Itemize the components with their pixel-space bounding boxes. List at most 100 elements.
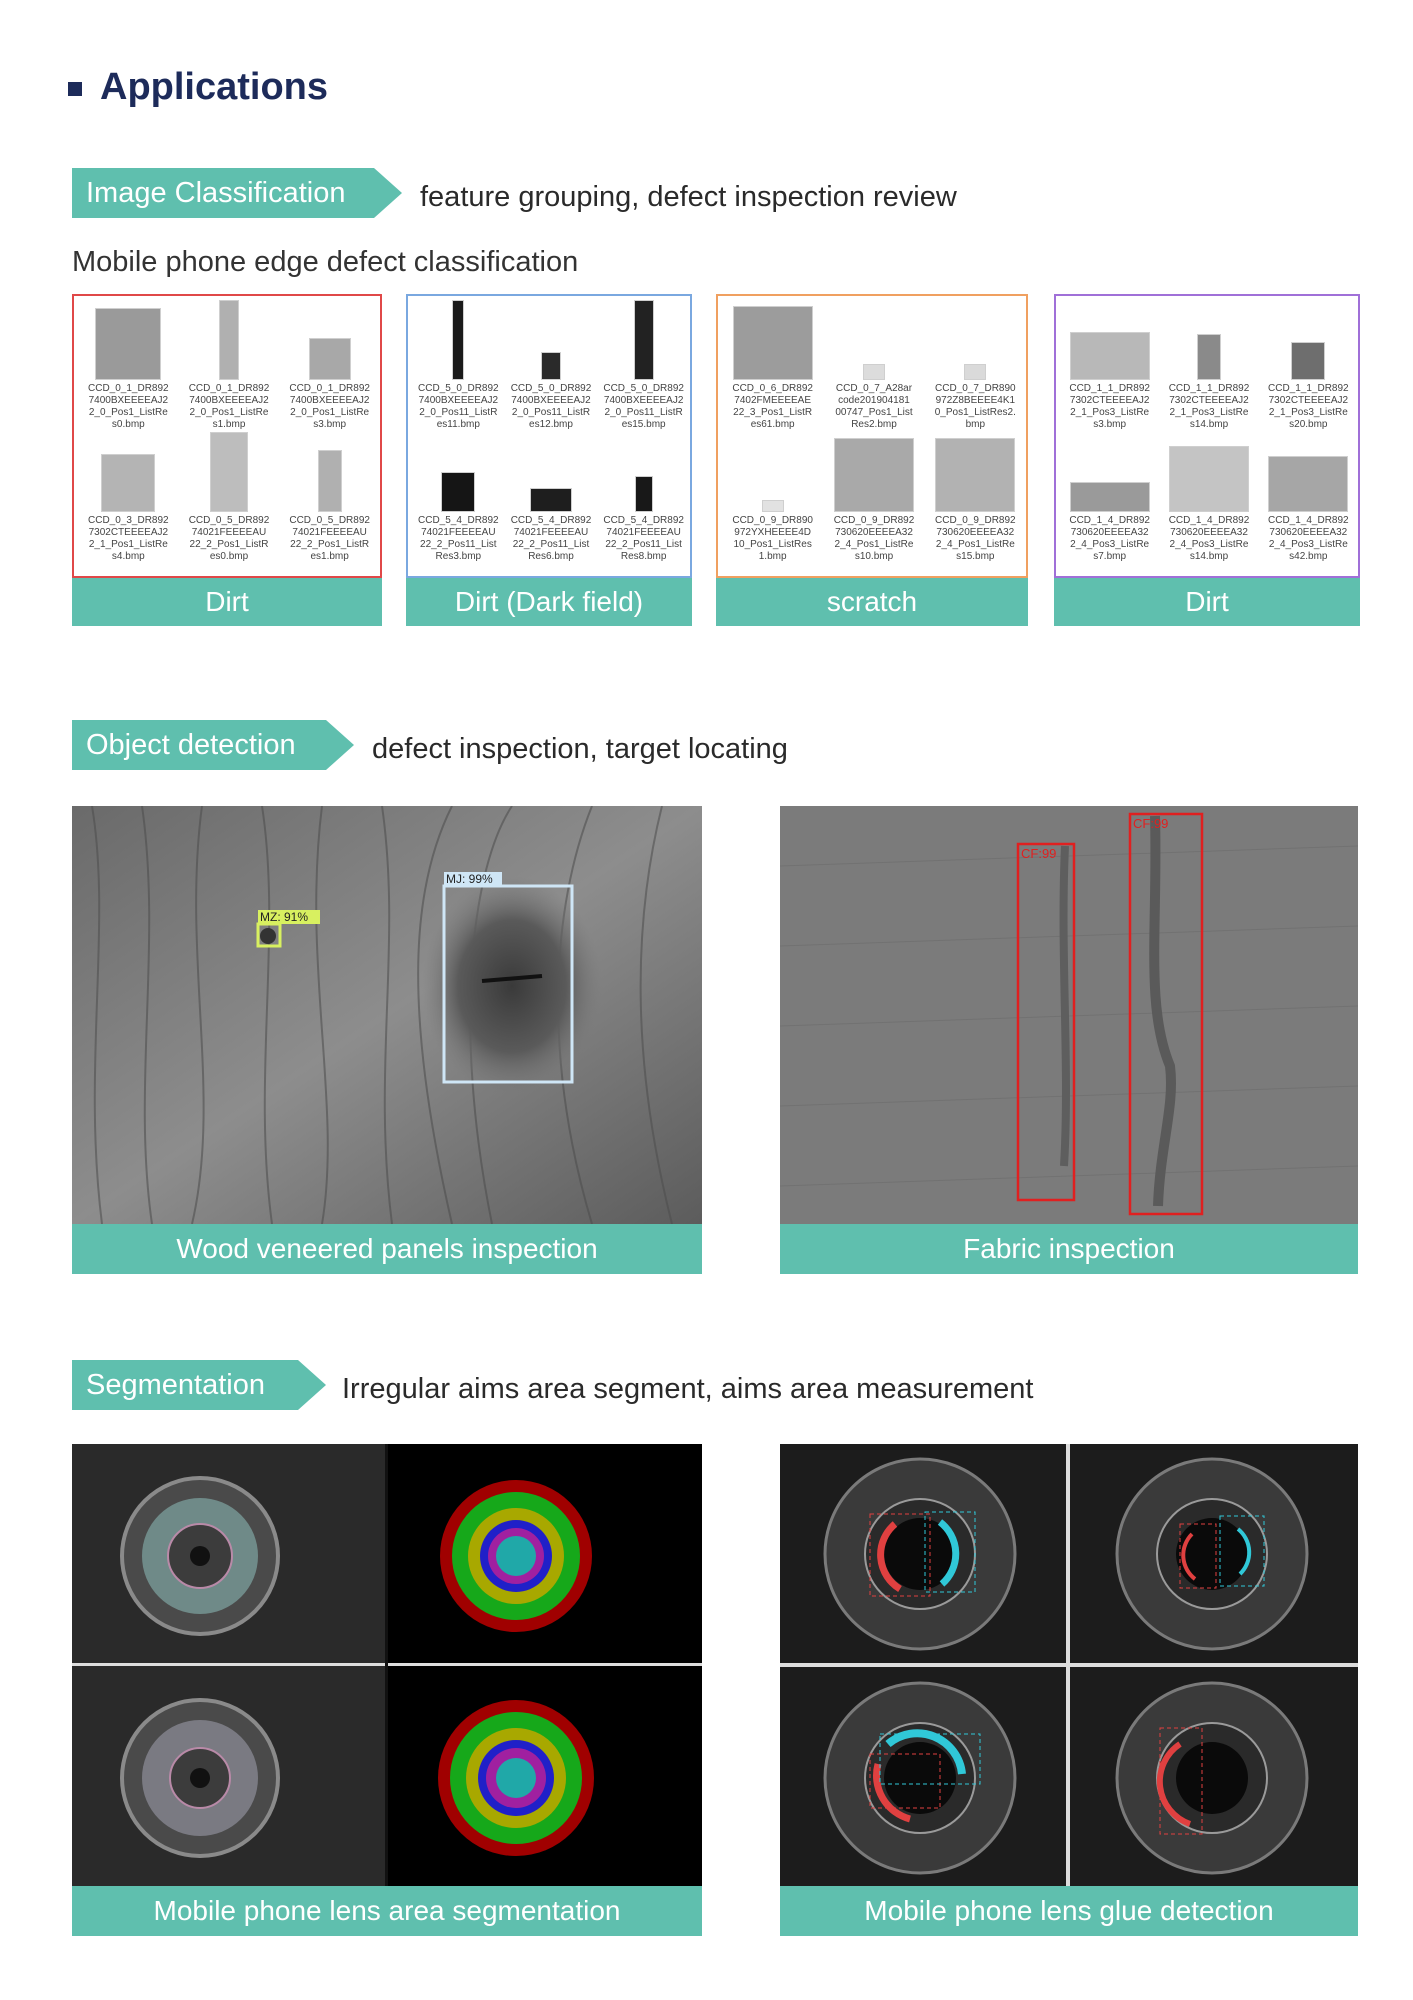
label-cf-1: CF:99 bbox=[1021, 846, 1057, 861]
classification-panel-1: CCD_0_1_DR892 7400BXEEEEAJ2 2_0_Pos1_Lis… bbox=[72, 294, 382, 626]
classification-subhead: Mobile phone edge defect classification bbox=[72, 246, 579, 278]
defect-thumbnail-image bbox=[101, 454, 156, 512]
thumbnail-filename: CCD_0_9_DR890 972YXHEEEE4D 10_Pos1_ListR… bbox=[732, 515, 813, 562]
defect-thumbnail-image bbox=[964, 364, 987, 380]
defect-thumbnail-image bbox=[541, 352, 561, 380]
thumbnail-item[interactable]: CCD_0_7_DR890 972Z8BEEEE4K1 0_Pos1_ListR… bbox=[925, 302, 1025, 431]
lens-glue-grid bbox=[780, 1444, 1358, 1886]
defect-thumbnail-image bbox=[317, 450, 342, 512]
defect-thumbnail-image bbox=[1291, 342, 1326, 380]
fabric-texture bbox=[780, 806, 1358, 1224]
thumbnail-filename: CCD_5_4_DR892 74021FEEEEAU 22_2_Pos11_Li… bbox=[603, 515, 684, 562]
thumbnail-item[interactable]: CCD_0_9_DR892 730620EEEEA32 2_4_Pos1_Lis… bbox=[925, 434, 1025, 563]
caption-lens-area: Mobile phone lens area segmentation bbox=[72, 1886, 702, 1936]
wood-texture bbox=[72, 806, 702, 1224]
classification-panel-3: CCD_0_6_DR892 7402FMEEEEAE 22_3_Pos1_Lis… bbox=[716, 294, 1028, 626]
thumbnail-item[interactable]: CCD_0_7_A28ar code201904181 00747_Pos1_L… bbox=[824, 302, 924, 431]
fabric-image: CF:99 CF:99 bbox=[780, 806, 1358, 1224]
thumbnail-filename: CCD_1_4_DR892 730620EEEEA32 2_4_Pos3_Lis… bbox=[1268, 515, 1349, 562]
thumbnail-item[interactable]: CCD_0_9_DR890 972YXHEEEE4D 10_Pos1_ListR… bbox=[723, 434, 823, 563]
tag-image-classification: Image Classification bbox=[72, 168, 402, 218]
thumbnail-item[interactable]: CCD_0_9_DR892 730620EEEEA32 2_4_Pos1_Lis… bbox=[824, 434, 924, 563]
defect-thumbnail-image bbox=[210, 432, 248, 512]
title-bullet bbox=[68, 82, 82, 96]
tag-segmentation: Segmentation bbox=[72, 1360, 326, 1410]
thumbnail-filename: CCD_1_1_DR892 7302CTEEEEAJ2 2_1_Pos3_Lis… bbox=[1168, 383, 1250, 430]
detection-description: defect inspection, target locating bbox=[372, 733, 788, 765]
thumbnail-filename: CCD_5_0_DR892 7400BXEEEEAJ2 2_0_Pos11_Li… bbox=[603, 383, 684, 430]
classification-caption: Dirt bbox=[72, 578, 382, 626]
thumbnail-item[interactable]: CCD_1_1_DR892 7302CTEEEEAJ2 2_1_Pos3_Lis… bbox=[1258, 302, 1358, 431]
thumbnail-filename: CCD_0_1_DR892 7400BXEEEEAJ2 2_0_Pos1_Lis… bbox=[188, 383, 270, 430]
label-mj: MJ: 99% bbox=[446, 872, 493, 886]
thumbnail-item[interactable]: CCD_1_1_DR892 7302CTEEEEAJ2 2_1_Pos3_Lis… bbox=[1060, 302, 1160, 431]
thumbnail-item[interactable]: CCD_5_0_DR892 7400BXEEEEAJ2 2_0_Pos11_Li… bbox=[594, 300, 694, 431]
classification-panel-2: CCD_5_0_DR892 7400BXEEEEAJ2 2_0_Pos11_Li… bbox=[406, 294, 694, 626]
defect-thumbnail-image bbox=[761, 500, 784, 512]
box-cf-1 bbox=[1016, 842, 1076, 1202]
thumbnail-item[interactable]: CCD_5_4_DR892 74021FEEEEAU 22_2_Pos11_Li… bbox=[594, 434, 694, 563]
thumbnail-item[interactable]: CCD_1_4_DR892 730620EEEEA32 2_4_Pos3_Lis… bbox=[1159, 434, 1259, 563]
thumbnail-item[interactable]: CCD_5_4_DR892 74021FEEEEAU 22_2_Pos11_Li… bbox=[501, 434, 601, 563]
thumbnail-filename: CCD_1_1_DR892 7302CTEEEEAJ2 2_1_Pos3_Lis… bbox=[1069, 383, 1150, 430]
label-mz: MZ: 91% bbox=[260, 910, 309, 924]
thumbnail-filename: CCD_5_0_DR892 7400BXEEEEAJ2 2_0_Pos11_Li… bbox=[510, 383, 592, 430]
thumbnail-item[interactable]: CCD_5_0_DR892 7400BXEEEEAJ2 2_0_Pos11_Li… bbox=[408, 300, 508, 431]
defect-thumbnail-image bbox=[1069, 482, 1150, 512]
thumbnail-filename: CCD_0_1_DR892 7400BXEEEEAJ2 2_0_Pos1_Lis… bbox=[88, 383, 169, 430]
label-cf-2: CF:99 bbox=[1133, 816, 1169, 831]
thumbnail-item[interactable]: CCD_1_1_DR892 7302CTEEEEAJ2 2_1_Pos3_Lis… bbox=[1159, 302, 1259, 431]
thumbnail-filename: CCD_1_1_DR892 7302CTEEEEAJ2 2_1_Pos3_Lis… bbox=[1268, 383, 1349, 430]
lens-glue-image bbox=[780, 1444, 1358, 1886]
thumbnail-filename: CCD_0_7_DR890 972Z8BEEEE4K1 0_Pos1_ListR… bbox=[934, 383, 1016, 430]
classification-caption: Dirt bbox=[1054, 578, 1360, 626]
thumbnail-filename: CCD_0_5_DR892 74021FEEEEAU 22_2_Pos1_Lis… bbox=[289, 515, 370, 562]
lens-area-grid bbox=[72, 1444, 702, 1886]
defect-thumbnail-image bbox=[1197, 334, 1221, 380]
defect-thumbnail-image bbox=[1268, 456, 1349, 512]
thumbnail-filename: CCD_1_4_DR892 730620EEEEA32 2_4_Pos3_Lis… bbox=[1168, 515, 1250, 562]
caption-fabric: Fabric inspection bbox=[780, 1224, 1358, 1274]
thumbnail-item[interactable]: CCD_0_1_DR892 7400BXEEEEAJ2 2_0_Pos1_Lis… bbox=[78, 302, 178, 431]
caption-lens-glue: Mobile phone lens glue detection bbox=[780, 1886, 1358, 1936]
thumbnail-filename: CCD_0_9_DR892 730620EEEEA32 2_4_Pos1_Lis… bbox=[935, 515, 1016, 562]
defect-thumbnail-image bbox=[634, 476, 653, 512]
wood-panel-image: MZ: 91% MJ: 99% bbox=[72, 806, 702, 1224]
classification-caption: scratch bbox=[716, 578, 1028, 626]
thumbnail-item[interactable]: CCD_0_1_DR892 7400BXEEEEAJ2 2_0_Pos1_Lis… bbox=[179, 300, 279, 431]
defect-thumbnail-image bbox=[935, 438, 1016, 512]
thumbnail-filename: CCD_0_3_DR892 7302CTEEEEAJ2 2_1_Pos1_Lis… bbox=[88, 515, 169, 562]
thumbnail-item[interactable]: CCD_1_4_DR892 730620EEEEA32 2_4_Pos3_Lis… bbox=[1060, 434, 1160, 563]
thumbnail-item[interactable]: CCD_0_3_DR892 7302CTEEEEAJ2 2_1_Pos1_Lis… bbox=[78, 434, 178, 563]
thumbnail-filename: CCD_0_7_A28ar code201904181 00747_Pos1_L… bbox=[835, 383, 913, 430]
defect-thumbnail-image bbox=[95, 308, 162, 380]
defect-thumbnail-image bbox=[308, 338, 351, 380]
defect-thumbnail-image bbox=[452, 300, 465, 380]
defect-thumbnail-image bbox=[834, 438, 914, 512]
thumbnail-item[interactable]: CCD_0_6_DR892 7402FMEEEEAE 22_3_Pos1_Lis… bbox=[723, 302, 823, 431]
defect-thumbnail-image bbox=[1169, 446, 1249, 512]
thumbnail-item[interactable]: CCD_0_1_DR892 7400BXEEEEAJ2 2_0_Pos1_Lis… bbox=[280, 302, 380, 431]
thumbnail-item[interactable]: CCD_5_0_DR892 7400BXEEEEAJ2 2_0_Pos11_Li… bbox=[501, 302, 601, 431]
thumbnail-item[interactable]: CCD_0_5_DR892 74021FEEEEAU 22_2_Pos1_Lis… bbox=[280, 434, 380, 563]
defect-thumbnail-image bbox=[863, 364, 885, 380]
classification-description: feature grouping, defect inspection revi… bbox=[420, 181, 957, 213]
defect-thumbnail-image bbox=[530, 488, 572, 512]
box-cf-2 bbox=[1128, 812, 1204, 1216]
defect-thumbnail-image bbox=[219, 300, 239, 380]
defect-thumbnail-image bbox=[441, 472, 476, 512]
page-title: Applications bbox=[100, 66, 329, 108]
thumbnail-item[interactable]: CCD_0_5_DR892 74021FEEEEAU 22_2_Pos1_Lis… bbox=[179, 432, 279, 563]
classification-panel-4: CCD_1_1_DR892 7302CTEEEEAJ2 2_1_Pos3_Lis… bbox=[1054, 294, 1360, 626]
thumbnail-filename: CCD_5_4_DR892 74021FEEEEAU 22_2_Pos11_Li… bbox=[418, 515, 499, 562]
thumbnail-filename: CCD_0_1_DR892 7400BXEEEEAJ2 2_0_Pos1_Lis… bbox=[289, 383, 370, 430]
thumbnail-item[interactable]: CCD_5_4_DR892 74021FEEEEAU 22_2_Pos11_Li… bbox=[408, 434, 508, 563]
defect-thumbnail-image bbox=[1069, 332, 1150, 380]
caption-wood: Wood veneered panels inspection bbox=[72, 1224, 702, 1274]
thumbnail-item[interactable]: CCD_1_4_DR892 730620EEEEA32 2_4_Pos3_Lis… bbox=[1258, 434, 1358, 563]
thumbnail-filename: CCD_5_4_DR892 74021FEEEEAU 22_2_Pos11_Li… bbox=[510, 515, 592, 562]
box-mj bbox=[442, 884, 574, 1084]
thumbnail-filename: CCD_1_4_DR892 730620EEEEA32 2_4_Pos3_Lis… bbox=[1069, 515, 1150, 562]
lens-area-image bbox=[72, 1444, 702, 1886]
segmentation-description: Irregular aims area segment, aims area m… bbox=[342, 1373, 1034, 1405]
